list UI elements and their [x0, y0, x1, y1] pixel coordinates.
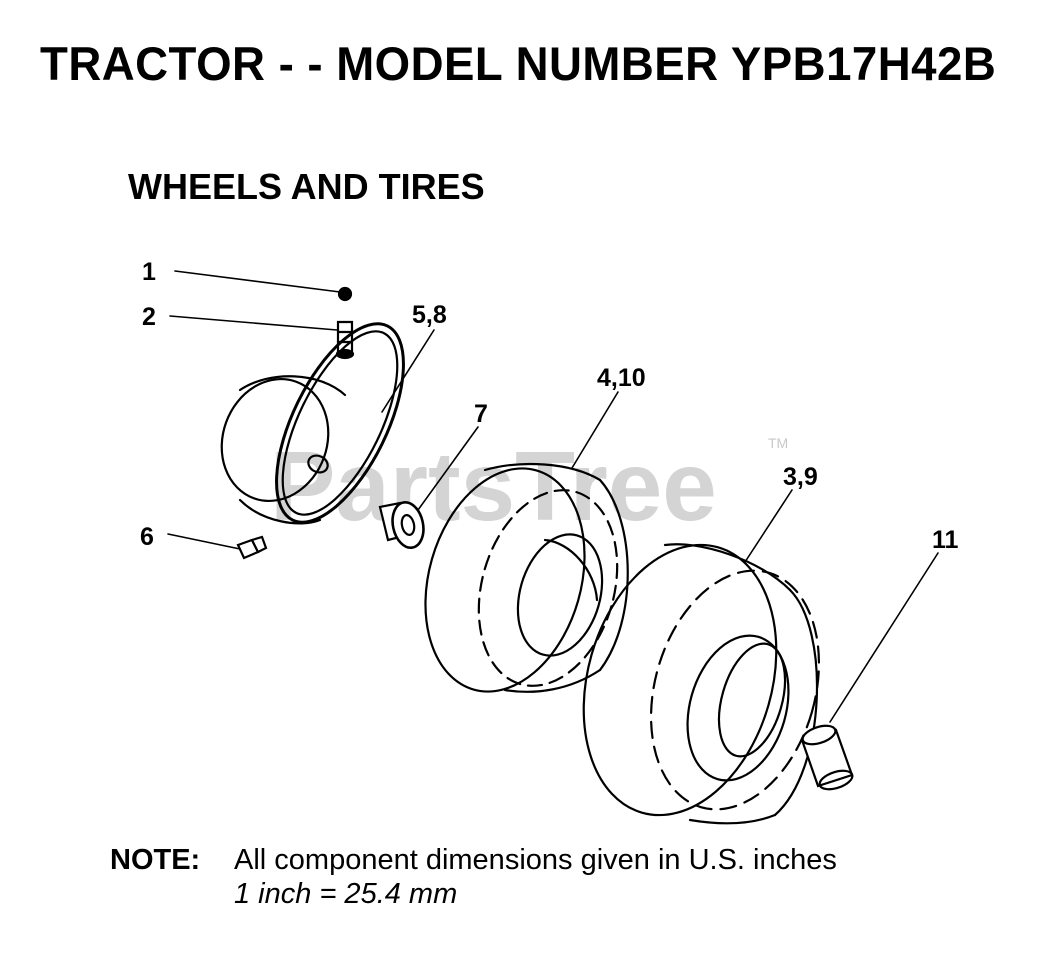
callout-5-8: 5,8: [412, 301, 447, 329]
watermark-tm: TM: [768, 435, 788, 451]
part-valve-cap: [337, 286, 353, 302]
callout-11: 11: [932, 526, 959, 554]
leader-lines: [167, 270, 939, 723]
part-fitting: [236, 535, 268, 560]
callout-6: 6: [140, 523, 154, 551]
callout-3-9: 3,9: [783, 463, 818, 491]
part-bushing: [378, 500, 425, 550]
watermark-text: PartsTree: [270, 431, 717, 541]
callout-1: 1: [142, 258, 156, 286]
part-rear-tire: [582, 543, 821, 825]
note-units-text: All component dimensions given in U.S. i…: [234, 844, 837, 876]
note-label: NOTE:: [110, 844, 201, 876]
callout-7: 7: [474, 400, 488, 428]
callout-4-10: 4,10: [597, 364, 646, 392]
part-axle-cap: [800, 724, 854, 791]
section-title: WHEELS AND TIRES: [128, 166, 485, 207]
note-conversion-text: 1 inch = 25.4 mm: [234, 878, 458, 910]
page-title: TRACTOR - - MODEL NUMBER YPB17H42B: [40, 37, 997, 90]
part-wheel-rim: [220, 322, 405, 525]
callout-2: 2: [142, 303, 156, 331]
